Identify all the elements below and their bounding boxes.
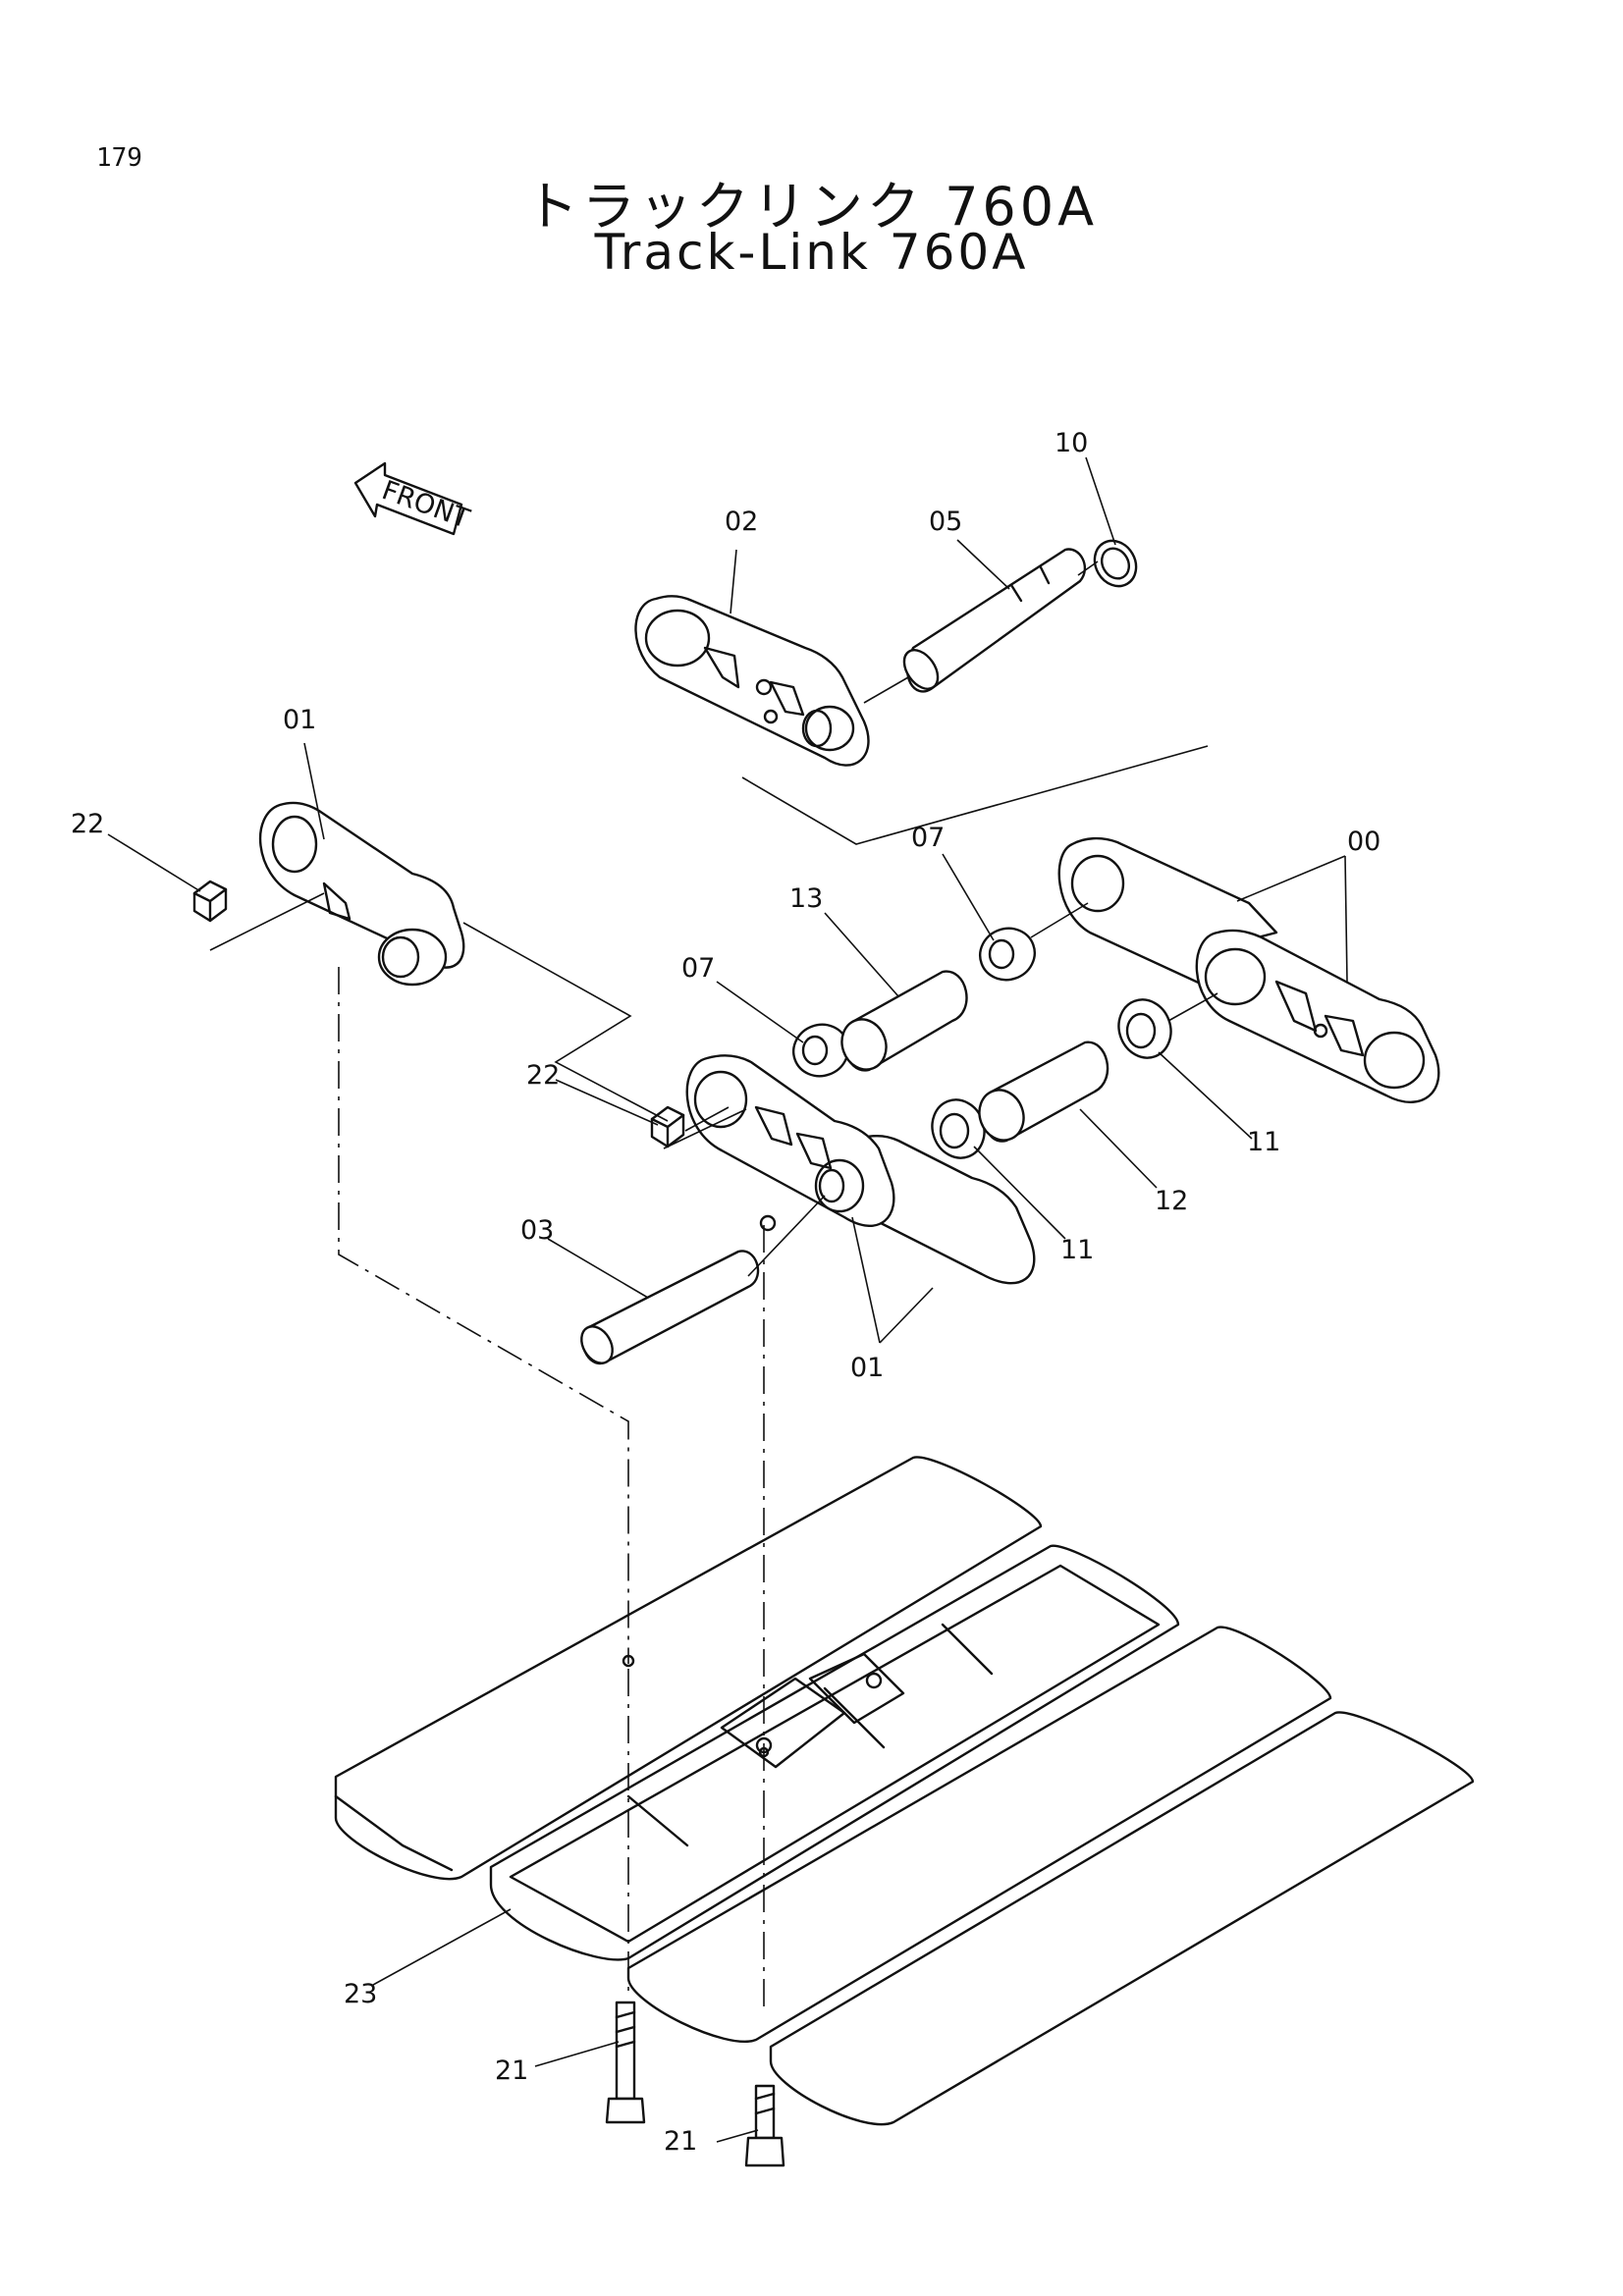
callout-23: 23 [344,1979,377,2009]
callout-01-bottom: 01 [850,1353,884,1383]
callout-05: 05 [929,507,962,537]
pin-03-shape [580,1250,760,1365]
callout-11-left: 11 [1060,1235,1094,1265]
track-shoe-left-shape [334,1456,1043,1881]
pin-05-shape [902,548,1087,693]
bolt-21-left-shape [605,2001,646,2124]
snap-ring-10-shape [1093,539,1138,588]
track-shoe-right-shape [626,1626,1332,2043]
bushing-12-shape [978,1041,1109,1143]
link-02-shape [634,595,870,767]
callout-21-left: 21 [495,2056,528,2086]
callout-02: 02 [725,507,758,537]
seal-11-right-shape [1117,998,1172,1059]
nut-22-upper-shape [192,880,228,923]
leader-lines [107,456,1348,2143]
front-arrow-label: FRONT [378,475,474,535]
page-number: 179 [96,143,142,173]
link-01-lower-front-shape [685,1054,895,1232]
bushing-13-shape [840,970,968,1072]
callout-13: 13 [789,883,823,914]
assembly-lines [209,561,1218,2007]
washer-07-upper-shape [979,927,1036,982]
callout-12: 12 [1155,1186,1188,1216]
track-shoe-far-right-shape [769,1711,1475,2126]
link-00-front-shape [1195,929,1440,1103]
callout-11-right: 11 [1247,1127,1280,1157]
washer-07-lower-shape [792,1023,849,1078]
title-japanese: トラックリンク 760A [524,176,1099,238]
front-arrow-icon: FRONT [353,461,474,536]
callout-00: 00 [1347,827,1380,857]
callout-22-lower: 22 [526,1060,560,1091]
bolt-21-right-shape [744,2084,785,2167]
callout-07-upper: 07 [911,823,945,853]
title-english: Track-Link 760A [594,224,1029,281]
link-01-top-shape [258,801,465,987]
callout-07-lower: 07 [681,953,715,984]
callout-03: 03 [520,1215,554,1246]
callout-22-upper: 22 [71,809,104,839]
callout-01-top: 01 [283,705,316,735]
seal-11-left-shape [931,1098,986,1159]
callout-21-right: 21 [664,2126,697,2157]
callout-10: 10 [1055,428,1088,458]
